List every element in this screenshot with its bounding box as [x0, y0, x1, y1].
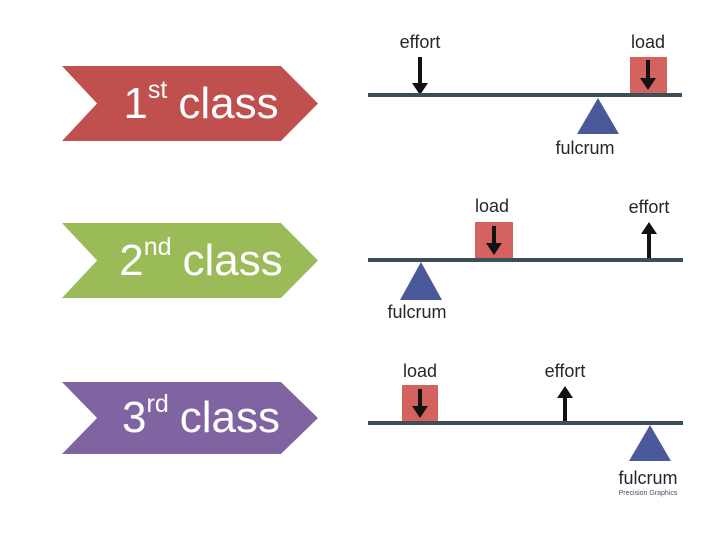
credit-text: Precision Graphics — [618, 490, 678, 497]
load-down-arrow — [640, 60, 656, 90]
lever-beam — [368, 93, 682, 97]
banner-word: class — [178, 78, 279, 128]
banner-ordinal: rd — [146, 390, 169, 419]
arrow-shaft — [492, 226, 496, 244]
banner-number: 2 — [119, 235, 144, 285]
load-down-arrow — [412, 389, 428, 418]
load-down-arrow — [486, 226, 502, 255]
effort-label: effort — [544, 361, 586, 381]
effort-up-arrow — [641, 222, 657, 258]
effort-down-arrow — [412, 57, 428, 95]
banner-word: class — [182, 235, 283, 285]
effort-label: effort — [628, 197, 670, 217]
banner-number: 1 — [123, 78, 148, 128]
fulcrum-triangle — [577, 98, 619, 134]
arrow-head — [412, 83, 428, 95]
lever-beam — [368, 258, 683, 262]
arrow-shaft — [647, 233, 651, 258]
fulcrum-label: fulcrum — [618, 468, 678, 488]
load-label: load — [402, 361, 438, 381]
arrow-head — [412, 406, 428, 418]
arrow-head — [557, 386, 573, 398]
fulcrum-triangle — [629, 425, 671, 461]
load-label: load — [474, 196, 510, 216]
arrow-head — [486, 243, 502, 255]
arrow-shaft — [563, 397, 567, 421]
arrow-head — [641, 222, 657, 234]
arrow-head — [640, 78, 656, 90]
lever-beam — [368, 421, 683, 425]
banner-word: class — [179, 393, 280, 442]
fulcrum-triangle — [400, 262, 442, 300]
arrow-shaft — [418, 57, 422, 84]
fulcrum-label: fulcrum — [555, 138, 615, 158]
load-label: load — [630, 32, 666, 52]
banner-number: 3 — [122, 393, 147, 442]
banner-ordinal: nd — [143, 232, 172, 261]
arrow-shaft — [646, 60, 650, 79]
effort-label: effort — [399, 32, 441, 52]
arrow-shaft — [418, 389, 422, 407]
fulcrum-label: fulcrum — [387, 302, 447, 322]
effort-up-arrow — [557, 386, 573, 421]
banner-ordinal: st — [147, 75, 168, 104]
